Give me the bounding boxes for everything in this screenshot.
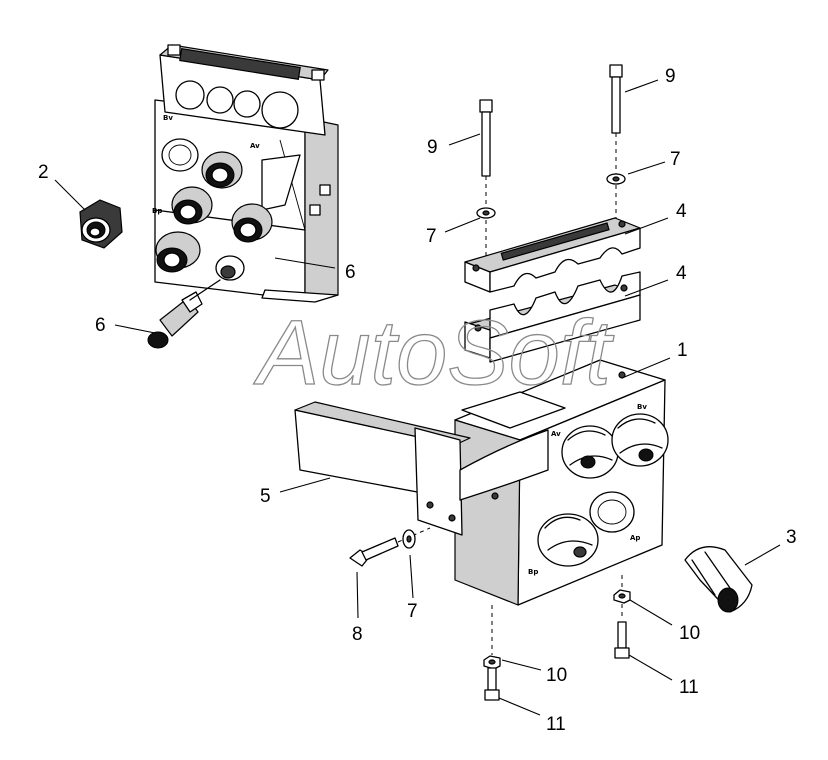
main-fitting-bv	[611, 413, 669, 467]
callout-1: 1	[677, 340, 688, 361]
part-8-bolt	[349, 527, 431, 567]
callout-7-left: 7	[426, 226, 437, 247]
callout-2: 2	[38, 162, 49, 183]
port-label-top-bv: Bv	[163, 114, 173, 122]
callout-7-bracket: 7	[407, 601, 418, 622]
bracket-plate	[414, 427, 463, 536]
callout-4-bottom: 4	[676, 263, 687, 284]
upper-valve-block-bottom	[261, 289, 339, 303]
callout-11-right: 11	[679, 677, 699, 698]
callout-10-right: 10	[679, 623, 700, 644]
upper-open-port	[161, 138, 199, 172]
part-3-elbow-fitting	[684, 546, 753, 613]
main-port-ap	[589, 491, 635, 533]
part-10-nut-right	[613, 589, 631, 604]
callout-numbers: 1 2 3 4 4 5 6 6 7 7 7 8 9 9 10 10 11 11	[38, 66, 797, 735]
part-10-nut-left	[483, 655, 501, 670]
part-5-bracket	[294, 401, 549, 536]
upper-valve-block-assembly: Bv Av Bp	[152, 44, 339, 303]
port-label-main-av: Av	[551, 430, 561, 438]
upper-fitting-av	[201, 151, 243, 189]
part-7-washer-bracket	[402, 529, 416, 549]
port-label-top-bp: Bp	[152, 207, 162, 215]
part-9-bolt-left	[479, 99, 493, 215]
main-fitting-bp	[537, 513, 599, 567]
part-6-banjo-bolt	[147, 279, 221, 349]
port-label-main-bv: Bv	[637, 403, 647, 411]
watermark: AutoSoft	[253, 302, 614, 404]
part-4-clamp-bottom-half	[464, 271, 641, 363]
upper-fitting-bp	[171, 186, 213, 225]
part-7-washer-left	[476, 207, 496, 258]
port-label-main-bp: Bp	[528, 568, 538, 576]
upper-fitting-ap	[155, 231, 201, 273]
callout-11-left: 11	[546, 714, 566, 735]
part-7-washer-right	[606, 173, 626, 185]
main-fitting-av	[561, 425, 619, 479]
callout-9-right: 9	[665, 66, 676, 87]
upper-clamp-nameplate	[179, 48, 301, 80]
callout-7-right: 7	[670, 149, 681, 170]
callout-8: 8	[352, 624, 363, 645]
upper-block-window	[261, 154, 301, 211]
callout-6-left: 6	[95, 315, 106, 336]
part-9-bolt-right	[609, 64, 623, 220]
upper-fitting-bv	[231, 203, 273, 243]
part-4-clamp-top-half	[464, 217, 641, 293]
callout-6-right: 6	[345, 262, 356, 283]
leader-lines	[54, 79, 781, 716]
part-11-bolt-left	[484, 667, 500, 701]
callout-9-left: 9	[427, 137, 438, 158]
callout-5: 5	[260, 486, 271, 507]
callout-3: 3	[786, 527, 797, 548]
callout-4-top: 4	[676, 201, 687, 222]
callout-10-left: 10	[546, 665, 567, 686]
upper-block-plug	[215, 255, 245, 281]
part-11-bolt-right	[614, 621, 630, 659]
port-label-main-ap: Ap	[630, 534, 640, 542]
part-2-fitting	[79, 199, 123, 249]
port-label-top-av: Av	[250, 142, 260, 150]
